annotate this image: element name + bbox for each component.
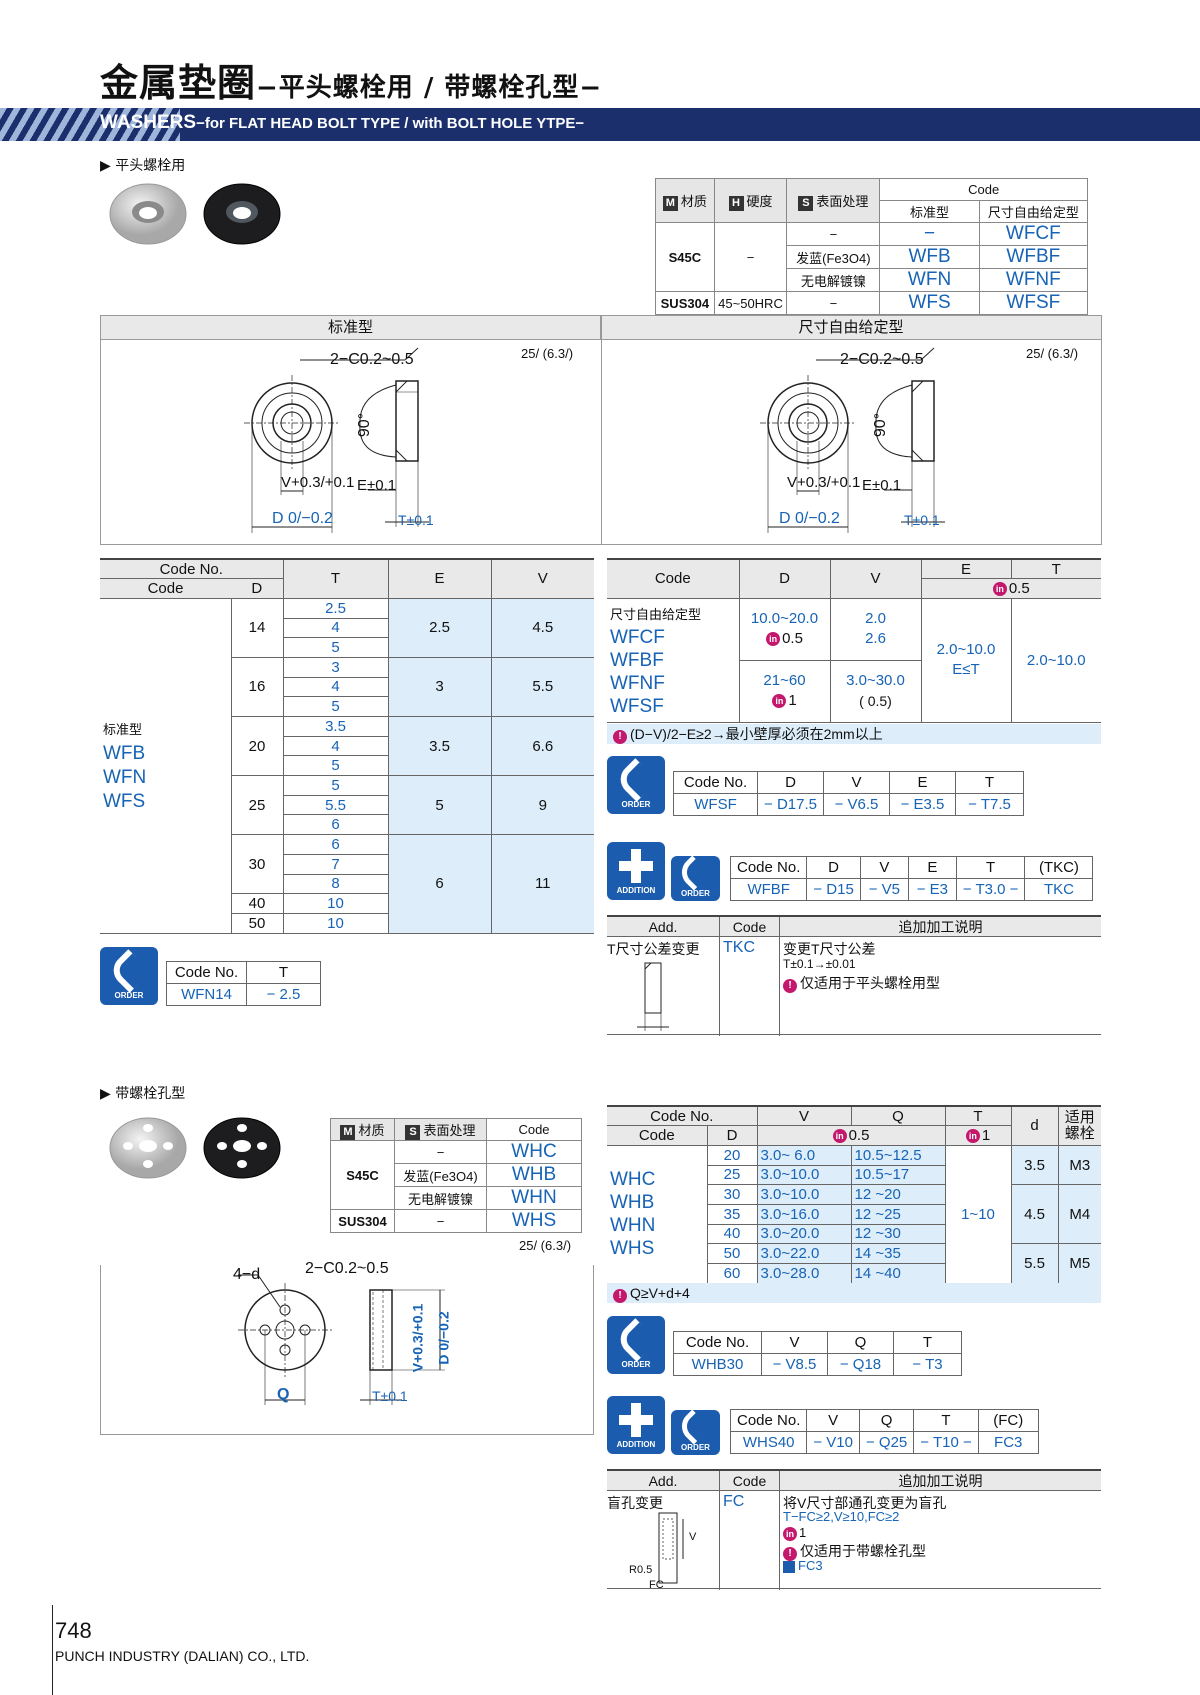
bolt-hole-drawing-box [100, 1265, 594, 1435]
footer-rule [52, 1605, 53, 1695]
band-stripes [0, 108, 180, 141]
drawing-bolt-hole [238, 1274, 445, 1405]
order-icon: ORDER [607, 756, 665, 814]
wall-thickness-note: !(D−V)/2−E≥2→最小壁厚必须在2mm以上 [607, 724, 1101, 744]
addition-icon: ADDITION [607, 842, 665, 900]
holes-label: 4−d [233, 1266, 261, 1283]
t-dim-2: T±0.1 [372, 1388, 408, 1404]
angle-label-free: 90° [872, 412, 890, 438]
page-title: 金属垫圈−平头螺栓用 / 带螺栓孔型− [100, 61, 603, 105]
t-dim: T±0.1 [398, 512, 434, 528]
drawing-box: 标准型 尺寸自由给定型 [100, 315, 1102, 545]
d-dim-free: D 0/−0.2 [779, 510, 840, 527]
q-formula-note: !Q≥V+d+4 [607, 1283, 1101, 1303]
order-icon-small: ORDER [671, 855, 720, 901]
tkc-sketch [637, 962, 669, 1031]
page-number: 748 [55, 1618, 92, 1643]
order-icon-whb: ORDER [607, 1316, 665, 1374]
chamfer-label-free: 2−C0.2~0.5 [840, 351, 924, 368]
order-icon-small-2: ORDER [671, 1409, 720, 1455]
drawing-free [760, 347, 945, 533]
drawing-head-standard: 标准型 [101, 316, 601, 340]
angle-label: 90° [356, 412, 374, 438]
flat-washer-photo [109, 183, 281, 245]
chamfer-label: 2−C0.2~0.5 [330, 351, 414, 368]
q-dim: Q [277, 1386, 290, 1403]
e-dim: E±0.1 [357, 477, 397, 494]
increment-icon: in [992, 582, 1007, 597]
section-flat-head-label: ▶ 平头螺栓用 [100, 158, 186, 174]
v-dim-2: V+0.3/+0.1 [409, 1303, 426, 1373]
english-title: WASHERS−for FLAT HEAD BOLT TYPE / with B… [100, 112, 585, 133]
v-dim-free: V+0.3/+0.1 [787, 474, 861, 491]
company-name: PUNCH INDUSTRY (DALIAN) CO., LTD. [55, 1648, 310, 1664]
bolt-hole-washer-photo [109, 1117, 281, 1179]
section-bolt-hole-label: ▶ 带螺栓孔型 [100, 1086, 186, 1102]
order-example-wfn: Code No.T WFN14− 2.5 [166, 961, 321, 1006]
addition-icon-2: ADDITION [607, 1396, 665, 1454]
drawing-head-free: 尺寸自由给定型 [601, 316, 1101, 340]
fc-sketch [658, 1512, 684, 1584]
chamfer-label-2: 2−C0.2~0.5 [305, 1260, 389, 1277]
d-dim-2: D 0/−0.2 [435, 1311, 452, 1365]
addition-table-tkc: Add. Code 追加加工说明 T尺寸公差变更 TKC 变更T尺寸公差 T±0… [607, 915, 1101, 1036]
e-dim-free: E±0.1 [862, 477, 902, 494]
drawing-standard [244, 347, 429, 533]
d-dim: D 0/−0.2 [272, 510, 333, 527]
t-dim-free: T±0.1 [904, 512, 940, 528]
roughness-label-2: 25/ (6.3/) [519, 1238, 572, 1253]
title-band [0, 108, 1200, 141]
v-dim: V+0.3/+0.1 [281, 474, 355, 491]
roughness-label-free: 25/ (6.3/) [1026, 346, 1079, 361]
roughness-label: 25/ (6.3/) [521, 346, 574, 361]
order-icon-wfn: ORDER [100, 947, 158, 1005]
addition-table-fc: Add. Code 追加加工说明 盲孔变更 FC 将V尺寸部通孔变更为盲孔 T−… [607, 1469, 1101, 1591]
